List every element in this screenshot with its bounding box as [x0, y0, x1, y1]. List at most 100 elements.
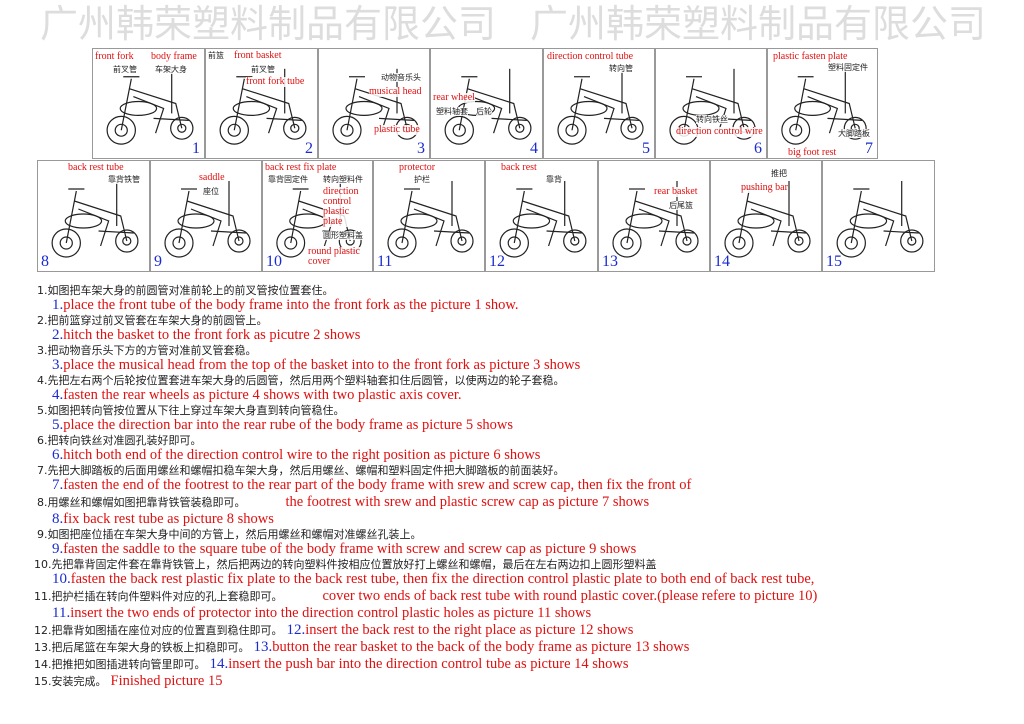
instruction-row: 8.用螺丝和螺帽如图把靠背铁管装稳即可。the footrest with sr… [37, 494, 649, 511]
step-text-cn: 10.先把靠背固定件套在靠背铁管上，然后把两边的转向塑料件按相应位置放好打上螺丝… [34, 558, 657, 571]
step-text-en: 10.fasten the back rest plastic fix plat… [52, 571, 814, 588]
step-text-cn: 5.如图把转向管按位置从下往上穿过车架大身直到转向管稳住。 [37, 404, 345, 417]
step-instruction: hitch the basket to the front fork as pi… [63, 327, 361, 343]
step-text-cn: 7.先把大脚踏板的后面用螺丝和螺帽扣稳车架大身，然后用螺丝、螺帽和塑料固定件把大… [37, 464, 565, 477]
picture-number: 13 [602, 253, 618, 270]
instruction-row: 5.place the direction bar into the rear … [52, 417, 513, 434]
step-text-cn: 14.把推把如图插进转向管里即可。 [34, 658, 206, 671]
picture-number: 11 [377, 253, 393, 270]
instruction-row: 3.把动物音乐头下方的方管对准前叉管套稳。 [37, 344, 257, 357]
step-text-en: 8.fix back rest tube as picture 8 shows [52, 511, 274, 528]
part-label: big foot rest [788, 147, 837, 158]
step-text-cn: 6.把转向铁丝对准圆孔装好即可。 [37, 434, 202, 447]
step-instruction: fix back rest tube as picture 8 shows [63, 511, 274, 527]
step-number: 5. [52, 417, 64, 433]
step-number: 1. [52, 297, 64, 313]
part-label-cn: 前篮 [208, 51, 224, 60]
step-text-cn: 13.把后尾篮在车架大身的铁板上扣稳即可。 [34, 641, 250, 654]
instruction-row: 10.先把靠背固定件套在靠背铁管上，然后把两边的转向塑料件按相应位置放好打上螺丝… [34, 558, 657, 571]
assembly-panel-14: pushing bar 推把 14 [710, 160, 822, 272]
step-text-en: 3.place the musical head from the top of… [52, 357, 580, 374]
part-label: direction control plastic plate [323, 187, 371, 227]
step-instruction: insert the two ends of protector into th… [70, 605, 592, 621]
tricycle-illustration [106, 68, 194, 145]
part-label: rear wheel [433, 92, 475, 103]
part-label: plastic fasten plate [773, 51, 848, 62]
part-label-cn: 转向管 [609, 64, 633, 73]
step-text-cn: 11.把护栏插在转向件塑料件对应的孔上套稳即可。 [34, 590, 283, 603]
part-label: pushing bar [741, 182, 788, 193]
part-label: body frame [151, 51, 197, 62]
part-label: front basket [234, 50, 282, 61]
picture-number: 10 [266, 253, 282, 270]
step-number: 10. [52, 571, 71, 587]
step-text-cn: 2.把前篮穿过前叉管套在车架大身的前圆管上。 [37, 314, 268, 327]
step-number: 7. [52, 477, 64, 493]
step-text-en: 9.fasten the saddle to the square tube o… [52, 541, 636, 558]
part-label: back rest [501, 162, 537, 173]
part-label: back rest fix plate [265, 162, 337, 173]
step-text-en: 13.button the rear basket to the back of… [254, 639, 690, 656]
step-text-en: 4.fasten the rear wheels as picture 4 sh… [52, 387, 461, 404]
step-instruction: place the direction bar into the rear ru… [63, 417, 513, 433]
step-text-en: 11.insert the two ends of protector into… [52, 605, 591, 622]
tricycle-illustration [557, 68, 644, 145]
instruction-row: 6.hitch both end of the direction contro… [52, 447, 540, 464]
part-label-cn: 动物音乐头 [381, 73, 421, 82]
assembly-panel-15: 15 [822, 160, 935, 272]
step-number: 6. [52, 447, 64, 463]
instruction-row: 5.如图把转向管按位置从下往上穿过车架大身直到转向管稳住。 [37, 404, 345, 417]
part-label: rear basket [654, 186, 698, 197]
part-label: round plastic cover [308, 247, 371, 267]
instruction-row: 11.insert the two ends of protector into… [52, 605, 591, 622]
watermark: 广州韩荣塑料制品有限公司 [40, 2, 497, 46]
instruction-row: 10.fasten the back rest plastic fix plat… [52, 571, 814, 588]
step-instruction: fasten the saddle to the square tube of … [63, 541, 637, 557]
instruction-row: 8.fix back rest tube as picture 8 shows [52, 511, 274, 528]
instruction-row: 4.fasten the rear wheels as picture 4 sh… [52, 387, 461, 404]
step-text-cn: 1.如图把车架大身的前圆管对准前轮上的前叉管按位置套住。 [37, 284, 334, 297]
step-text-cn: 15.安装完成。 [34, 675, 107, 688]
step-text-en: 1.place the front tube of the body frame… [52, 297, 519, 314]
picture-number: 9 [154, 253, 162, 270]
picture-number: 3 [417, 140, 425, 157]
step-number: 8. [52, 511, 64, 527]
part-label-cn: 座位 [203, 187, 219, 196]
tricycle-illustration [669, 68, 756, 145]
part-label-cn: 转向塑料件 [323, 175, 363, 184]
step-number: 13. [253, 639, 273, 655]
instruction-row: 1.如图把车架大身的前圆管对准前轮上的前叉管按位置套住。 [37, 284, 334, 297]
picture-number: 7 [865, 140, 873, 157]
step-number: 11. [52, 605, 71, 621]
part-label-cn: 靠背铁管 [108, 175, 140, 184]
instruction-row: 14.把推把如图插进转向管里即可。 14.insert the push bar … [34, 656, 629, 673]
picture-number: 14 [714, 253, 730, 270]
step-text-cn: 8.用螺丝和螺帽如图把靠背铁管装稳即可。 [37, 496, 246, 509]
part-label-cn: 推把 [771, 169, 787, 178]
part-label: front fork [95, 51, 134, 62]
step-text-en: 14.insert the push bar into the directio… [210, 656, 629, 673]
part-label: direction control tube [547, 51, 634, 62]
tricycle-illustration [724, 181, 811, 258]
step-instruction: hitch both end of the direction control … [63, 447, 541, 463]
instruction-row: 4.先把左右两个后轮按位置套进车架大身的后圆管，然后用两个塑料轴套扣住后圆管，以… [37, 374, 565, 387]
part-label-cn: 前叉管 [113, 65, 137, 74]
tricycle-illustration [836, 181, 924, 258]
part-label-cn: 靠背固定件 [268, 175, 308, 184]
part-label: musical head [369, 86, 422, 97]
tricycle-illustration [332, 68, 419, 145]
tricycle-illustration [499, 181, 587, 258]
step-instruction: place the front tube of the body frame i… [63, 297, 519, 313]
step-instruction: fasten the end of the footrest to the re… [63, 477, 692, 493]
picture-number: 6 [754, 140, 762, 157]
step-instruction: fasten the back rest plastic fix plate t… [70, 571, 815, 587]
tricycle-illustration [387, 181, 474, 258]
step-number: 4. [52, 387, 64, 403]
step-text-cn: 9.如图把座位插在车架大身中间的方管上，然后用螺丝和螺帽对准螺丝孔装上。 [37, 528, 422, 541]
